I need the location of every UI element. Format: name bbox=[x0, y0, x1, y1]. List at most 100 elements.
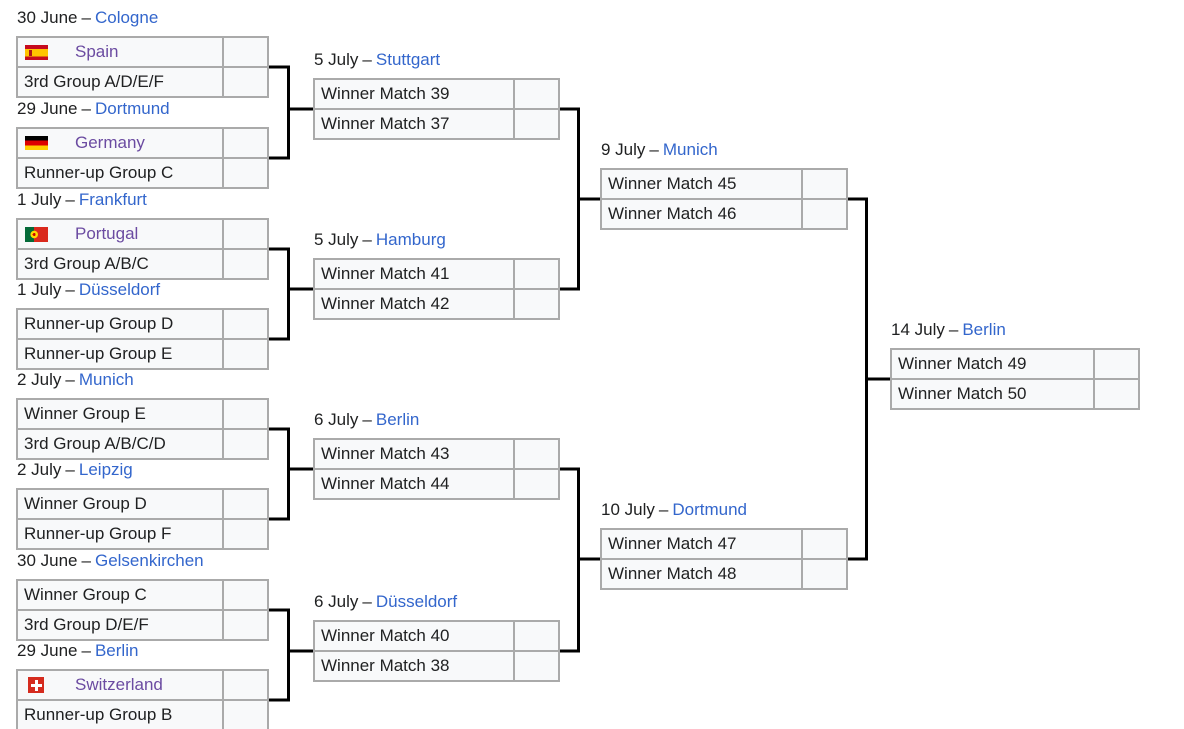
date-city-separator: – bbox=[948, 320, 959, 339]
team-cell: Winner Match 39 bbox=[315, 84, 513, 104]
team-cell: Winner Match 45 bbox=[602, 174, 801, 194]
score-cell bbox=[801, 530, 846, 558]
team-placeholder: 3rd Group D/E/F bbox=[24, 615, 149, 634]
score-cell bbox=[801, 560, 846, 588]
score-cell bbox=[513, 622, 558, 650]
match-date: 14 July bbox=[891, 320, 945, 339]
city-link[interactable]: Düsseldorf bbox=[375, 592, 458, 611]
team-cell: Runner-up Group F bbox=[18, 524, 222, 544]
score-cell bbox=[222, 68, 267, 96]
team-placeholder: Runner-up Group C bbox=[24, 163, 174, 182]
score-cell bbox=[222, 220, 267, 248]
match-header: 10 July–Dortmund bbox=[601, 500, 747, 520]
score-cell bbox=[222, 340, 267, 368]
match-date: 1 July bbox=[17, 280, 62, 299]
score-cell bbox=[513, 110, 558, 138]
team-row: Runner-up Group F bbox=[18, 518, 267, 548]
match-date: 5 July bbox=[314, 50, 359, 69]
team-placeholder: Winner Match 42 bbox=[321, 294, 450, 313]
match-date: 30 June bbox=[17, 551, 78, 570]
team-cell: 3rd Group A/B/C bbox=[18, 254, 222, 274]
city-link[interactable]: Düsseldorf bbox=[78, 280, 161, 299]
switzerland-flag-icon bbox=[24, 677, 48, 693]
team-cell: Winner Match 50 bbox=[892, 384, 1093, 404]
team-row: 3rd Group D/E/F bbox=[18, 609, 267, 639]
city-link[interactable]: Hamburg bbox=[375, 230, 446, 249]
city-link[interactable]: Stuttgart bbox=[375, 50, 441, 69]
score-cell bbox=[513, 440, 558, 468]
match-date: 9 July bbox=[601, 140, 646, 159]
score-cell bbox=[222, 701, 267, 729]
city-link[interactable]: Berlin bbox=[375, 410, 420, 429]
match-header: 6 July–Düsseldorf bbox=[314, 592, 457, 612]
score-cell bbox=[222, 671, 267, 699]
match-final: 14 July–Berlin Winner Match 49 Winner Ma… bbox=[890, 320, 1140, 410]
team-placeholder: 3rd Group A/D/E/F bbox=[24, 72, 164, 91]
team-cell: Runner-up Group E bbox=[18, 344, 222, 364]
score-cell bbox=[222, 38, 267, 66]
city-link[interactable]: Berlin bbox=[962, 320, 1006, 339]
team-cell: Winner Match 44 bbox=[315, 474, 513, 494]
match-box: Germany Runner-up Group C bbox=[16, 127, 269, 189]
city-link[interactable]: Munich bbox=[662, 140, 718, 159]
team-row: Winner Match 42 bbox=[315, 288, 558, 318]
team-germany[interactable]: Germany bbox=[75, 133, 145, 152]
score-cell bbox=[222, 159, 267, 187]
team-switzerland[interactable]: Switzerland bbox=[75, 675, 163, 694]
match-sf-1: 9 July–Munich Winner Match 45 Winner Mat… bbox=[600, 140, 848, 230]
team-cell: Winner Match 49 bbox=[892, 354, 1093, 374]
city-link[interactable]: Cologne bbox=[94, 8, 159, 27]
match-box: Winner Match 40 Winner Match 38 bbox=[313, 620, 560, 682]
team-placeholder: Winner Match 43 bbox=[321, 444, 450, 463]
team-row: Winner Match 49 bbox=[892, 350, 1138, 378]
score-cell bbox=[801, 200, 846, 228]
city-link[interactable]: Berlin bbox=[94, 641, 139, 660]
score-cell bbox=[513, 290, 558, 318]
team-cell: Winner Match 38 bbox=[315, 656, 513, 676]
team-cell: Spain bbox=[18, 42, 222, 62]
team-cell: Winner Match 43 bbox=[315, 444, 513, 464]
team-row: Spain bbox=[18, 38, 267, 66]
team-portugal[interactable]: Portugal bbox=[75, 224, 139, 243]
team-cell: Winner Match 42 bbox=[315, 294, 513, 314]
team-cell: Runner-up Group B bbox=[18, 705, 222, 725]
match-r16-8: 29 June–Berlin Switzerland Runner-up Gro… bbox=[16, 641, 269, 729]
team-placeholder: 3rd Group A/B/C/D bbox=[24, 434, 166, 453]
match-date: 6 July bbox=[314, 592, 359, 611]
city-link[interactable]: Leipzig bbox=[78, 460, 133, 479]
team-row: 3rd Group A/B/C bbox=[18, 248, 267, 278]
city-link[interactable]: Dortmund bbox=[672, 500, 747, 519]
score-cell bbox=[801, 170, 846, 198]
city-link[interactable]: Dortmund bbox=[94, 99, 170, 118]
date-city-separator: – bbox=[649, 140, 659, 159]
score-cell bbox=[222, 490, 267, 518]
date-city-separator: – bbox=[81, 8, 91, 27]
date-city-separator: – bbox=[65, 370, 75, 389]
team-cell: 3rd Group D/E/F bbox=[18, 615, 222, 635]
team-placeholder: Winner Group C bbox=[24, 585, 147, 604]
match-date: 2 July bbox=[17, 460, 62, 479]
team-row: Runner-up Group D bbox=[18, 310, 267, 338]
match-header: 9 July–Munich bbox=[601, 140, 718, 160]
team-placeholder: Runner-up Group D bbox=[24, 314, 174, 333]
team-cell: Winner Match 47 bbox=[602, 534, 801, 554]
team-placeholder: Winner Group E bbox=[24, 404, 146, 423]
city-link[interactable]: Frankfurt bbox=[78, 190, 147, 209]
team-placeholder: 3rd Group A/B/C bbox=[24, 254, 149, 273]
match-header: 1 July–Frankfurt bbox=[17, 190, 147, 210]
team-cell: Runner-up Group D bbox=[18, 314, 222, 334]
flag-image bbox=[24, 44, 48, 60]
score-cell bbox=[513, 80, 558, 108]
city-link[interactable]: Gelsenkirchen bbox=[94, 551, 204, 570]
city-link[interactable]: Munich bbox=[78, 370, 134, 389]
match-sf-2: 10 July–Dortmund Winner Match 47 Winner … bbox=[600, 500, 848, 590]
score-cell bbox=[1093, 380, 1138, 408]
team-row: Winner Match 47 bbox=[602, 530, 846, 558]
score-cell bbox=[222, 400, 267, 428]
team-cell: Winner Match 48 bbox=[602, 564, 801, 584]
team-placeholder: Winner Match 37 bbox=[321, 114, 450, 133]
team-placeholder: Winner Match 50 bbox=[898, 384, 1027, 403]
team-spain[interactable]: Spain bbox=[75, 42, 119, 61]
team-placeholder: Runner-up Group B bbox=[24, 705, 173, 724]
